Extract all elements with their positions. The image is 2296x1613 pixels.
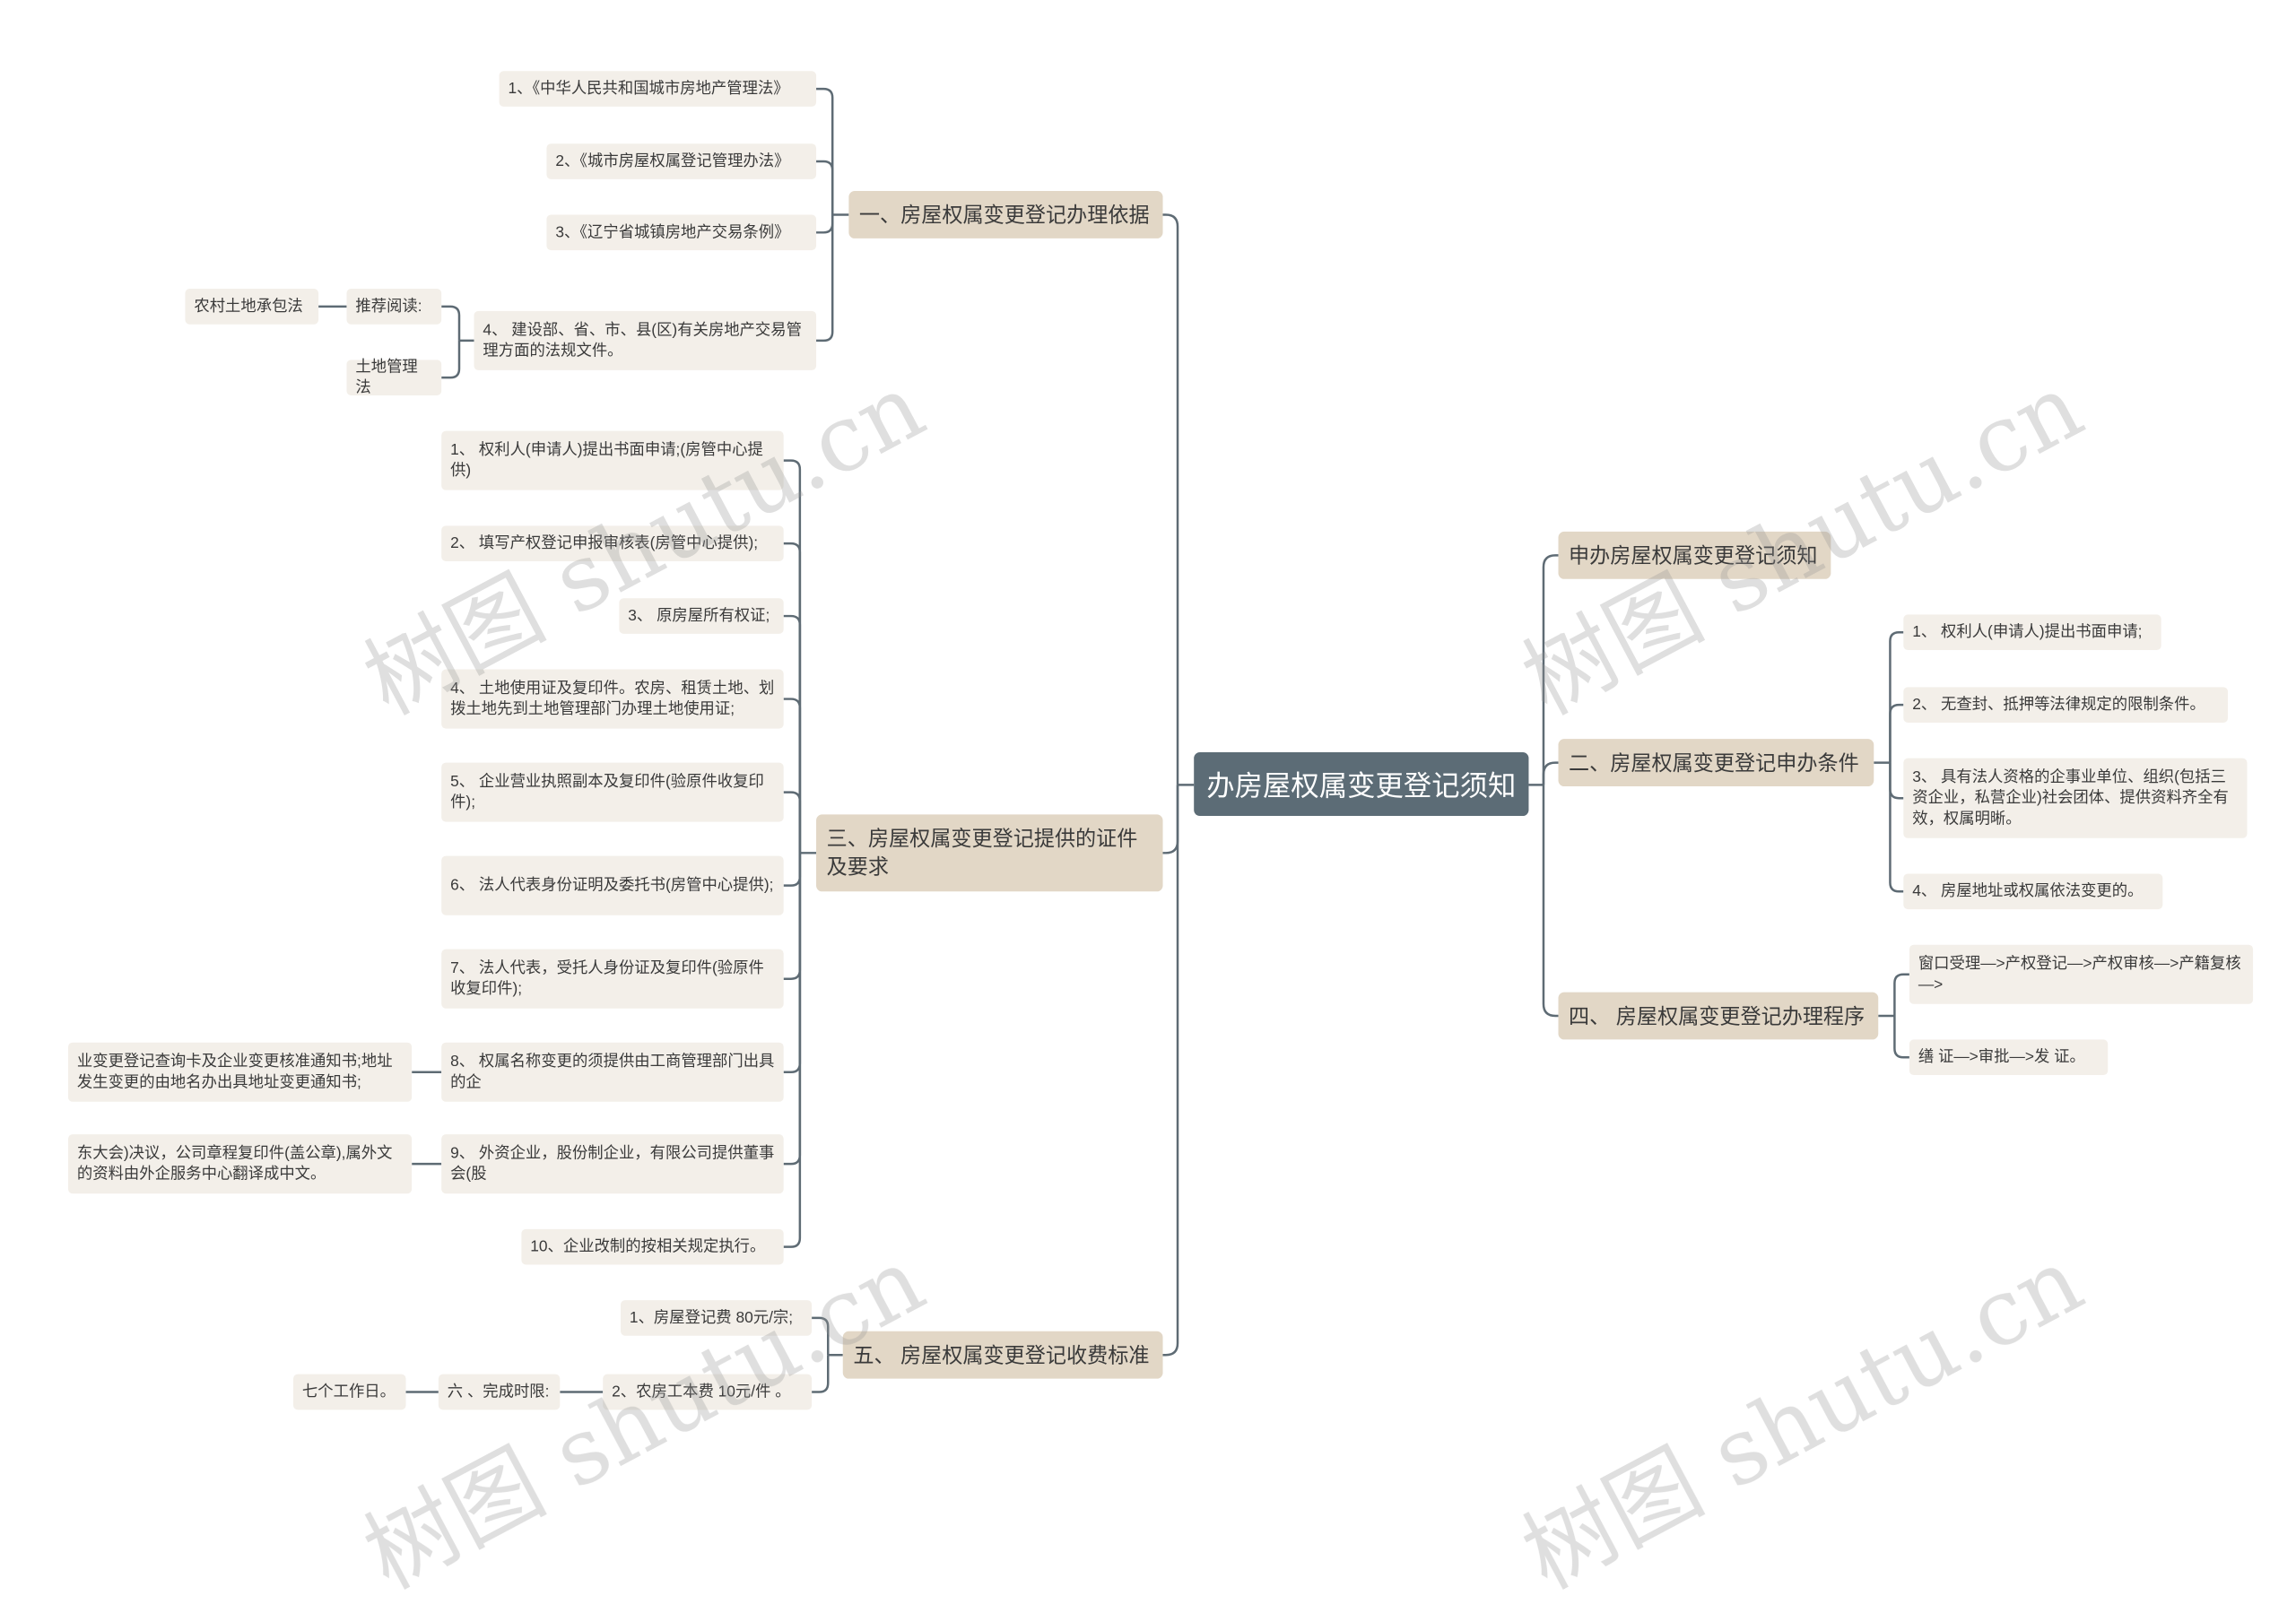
doc-item-9-continued[interactable]: 东大会)决议，公司章程复印件(盖公章),属外文的资料由外企服务中心翻译成中文。 <box>67 1134 413 1194</box>
doc-item-6[interactable]: 6、 法人代表身份证明及委托书(房管中心提供); <box>441 855 784 915</box>
connector-line <box>1162 213 1179 785</box>
doc-item-8-continued[interactable]: 业变更登记查询卡及企业变更核准通知书;地址发生变更的由地名办出具地址变更通知书; <box>67 1042 413 1102</box>
doc-item-1[interactable]: 1、 权利人(申请人)提出书面申请;(房管中心提供) <box>441 430 784 490</box>
connector-line <box>812 1316 830 1356</box>
condition-item-3[interactable]: 3、 具有法人资格的企事业单位、组织(包括三资企业，私营企业)社会团体、提供资料… <box>1903 758 2248 838</box>
recommend-item-rural-land[interactable]: 农村土地承包法 <box>185 289 319 325</box>
doc-item-2[interactable]: 2、 填写产权登记申报审核表(房管中心提供); <box>441 525 784 561</box>
connector-line <box>1542 554 1559 785</box>
mind-map-canvas: 办房屋权属变更登记须知 一、房屋权属变更登记办理依据 1、《中华人民共和国城市房… <box>67 71 2254 1609</box>
connector-line <box>783 853 802 1166</box>
connector-line <box>783 614 802 854</box>
branch-documents[interactable]: 三、房屋权属变更登记提供的证件及要求 <box>816 814 1163 892</box>
connector-line <box>441 305 461 341</box>
recommend-item-land-law[interactable]: 土地管理法 <box>346 359 442 397</box>
connector-line <box>441 340 461 379</box>
connector-line <box>812 1355 830 1393</box>
condition-item-4[interactable]: 4、 房屋地址或权属依法变更的。 <box>1903 873 2163 910</box>
connector-line <box>1889 762 1904 800</box>
doc-item-9[interactable]: 9、 外资企业，股份制企业，有限公司提供董事会(股 <box>441 1134 784 1194</box>
connector-line <box>783 853 802 980</box>
branch-basis[interactable]: 一、房屋权属变更登记办理依据 <box>848 191 1163 238</box>
connector-line <box>1542 785 1559 1018</box>
connector-line <box>816 160 834 215</box>
doc-item-4[interactable]: 4、 土地使用证及复印件。农房、租赁土地、划拨土地先到土地管理部门办理土地使用证… <box>441 669 784 729</box>
doc-item-8[interactable]: 8、 权属名称变更的须提供由工商管理部门出具的企 <box>441 1042 784 1102</box>
basis-item-4[interactable]: 4、 建设部、省、市、县(区)有关房地产交易管理方面的法规文件。 <box>474 310 817 370</box>
connector-line <box>783 791 802 854</box>
condition-item-2[interactable]: 2、 无查封、抵押等法律规定的限制条件。 <box>1903 687 2229 723</box>
connector-lines <box>318 87 1909 1393</box>
connector-line <box>1893 973 1909 1016</box>
time-limit-value[interactable]: 七个工作日。 <box>293 1374 406 1410</box>
connector-line <box>816 214 834 343</box>
connector-line <box>1889 703 1904 763</box>
doc-item-10[interactable]: 10、企业改制的按相关规定执行。 <box>521 1228 784 1265</box>
fee-item-1[interactable]: 1、房屋登记费 80元/宗; <box>621 1300 813 1336</box>
procedure-item-2[interactable]: 缮 证—>审批—>发 证。 <box>1909 1039 2109 1076</box>
connector-line <box>1542 761 1559 785</box>
condition-item-1[interactable]: 1、 权利人(申请人)提出书面申请; <box>1903 614 2161 651</box>
branch-conditions[interactable]: 二、房屋权属变更登记申办条件 <box>1558 739 1874 786</box>
fee-item-2[interactable]: 2、农房工本费 10元/件 。 <box>603 1374 813 1410</box>
connector-line <box>783 853 802 887</box>
doc-item-3[interactable]: 3、 原房屋所有权证; <box>619 598 784 634</box>
basis-item-3[interactable]: 3、《辽宁省城镇房地产交易条例》 <box>546 214 817 251</box>
connector-line <box>783 459 802 854</box>
basis-item-2[interactable]: 2、《城市房屋权属登记管理办法》 <box>546 143 817 179</box>
basis-item-1[interactable]: 1、《中华人民共和国城市房地产管理法》 <box>499 71 817 107</box>
connector-line <box>783 698 802 854</box>
branch-notice[interactable]: 申办房屋权属变更登记须知 <box>1558 531 1831 579</box>
branch-fees[interactable]: 五、 房屋权属变更登记收费标准 <box>842 1331 1163 1379</box>
time-limit-label[interactable]: 六 、完成时限: <box>438 1374 561 1410</box>
connector-line <box>816 87 834 215</box>
connector-line <box>783 542 802 854</box>
connector-line <box>783 853 802 1248</box>
procedure-item-1[interactable]: 窗口受理—>产权登记—>产权审核—>产籍复核—> <box>1909 944 2254 1004</box>
doc-item-7[interactable]: 7、 法人代表，受托人身份证及复印件(验原件收复印件); <box>441 949 784 1009</box>
connector-line <box>816 214 834 234</box>
doc-item-5[interactable]: 5、 企业营业执照副本及复印件(验原件收复印件); <box>441 762 784 822</box>
connector-line <box>1889 630 1904 763</box>
branch-procedure[interactable]: 四、 房屋权属变更登记办理程序 <box>1558 992 1879 1040</box>
connector-line <box>1162 785 1179 854</box>
connector-line <box>1893 1015 1909 1059</box>
connector-line <box>1889 762 1904 893</box>
root-topic[interactable]: 办房屋权属变更登记须知 <box>1194 752 1529 817</box>
connector-line <box>1162 785 1179 1357</box>
recommend-label[interactable]: 推荐阅读: <box>346 289 442 325</box>
